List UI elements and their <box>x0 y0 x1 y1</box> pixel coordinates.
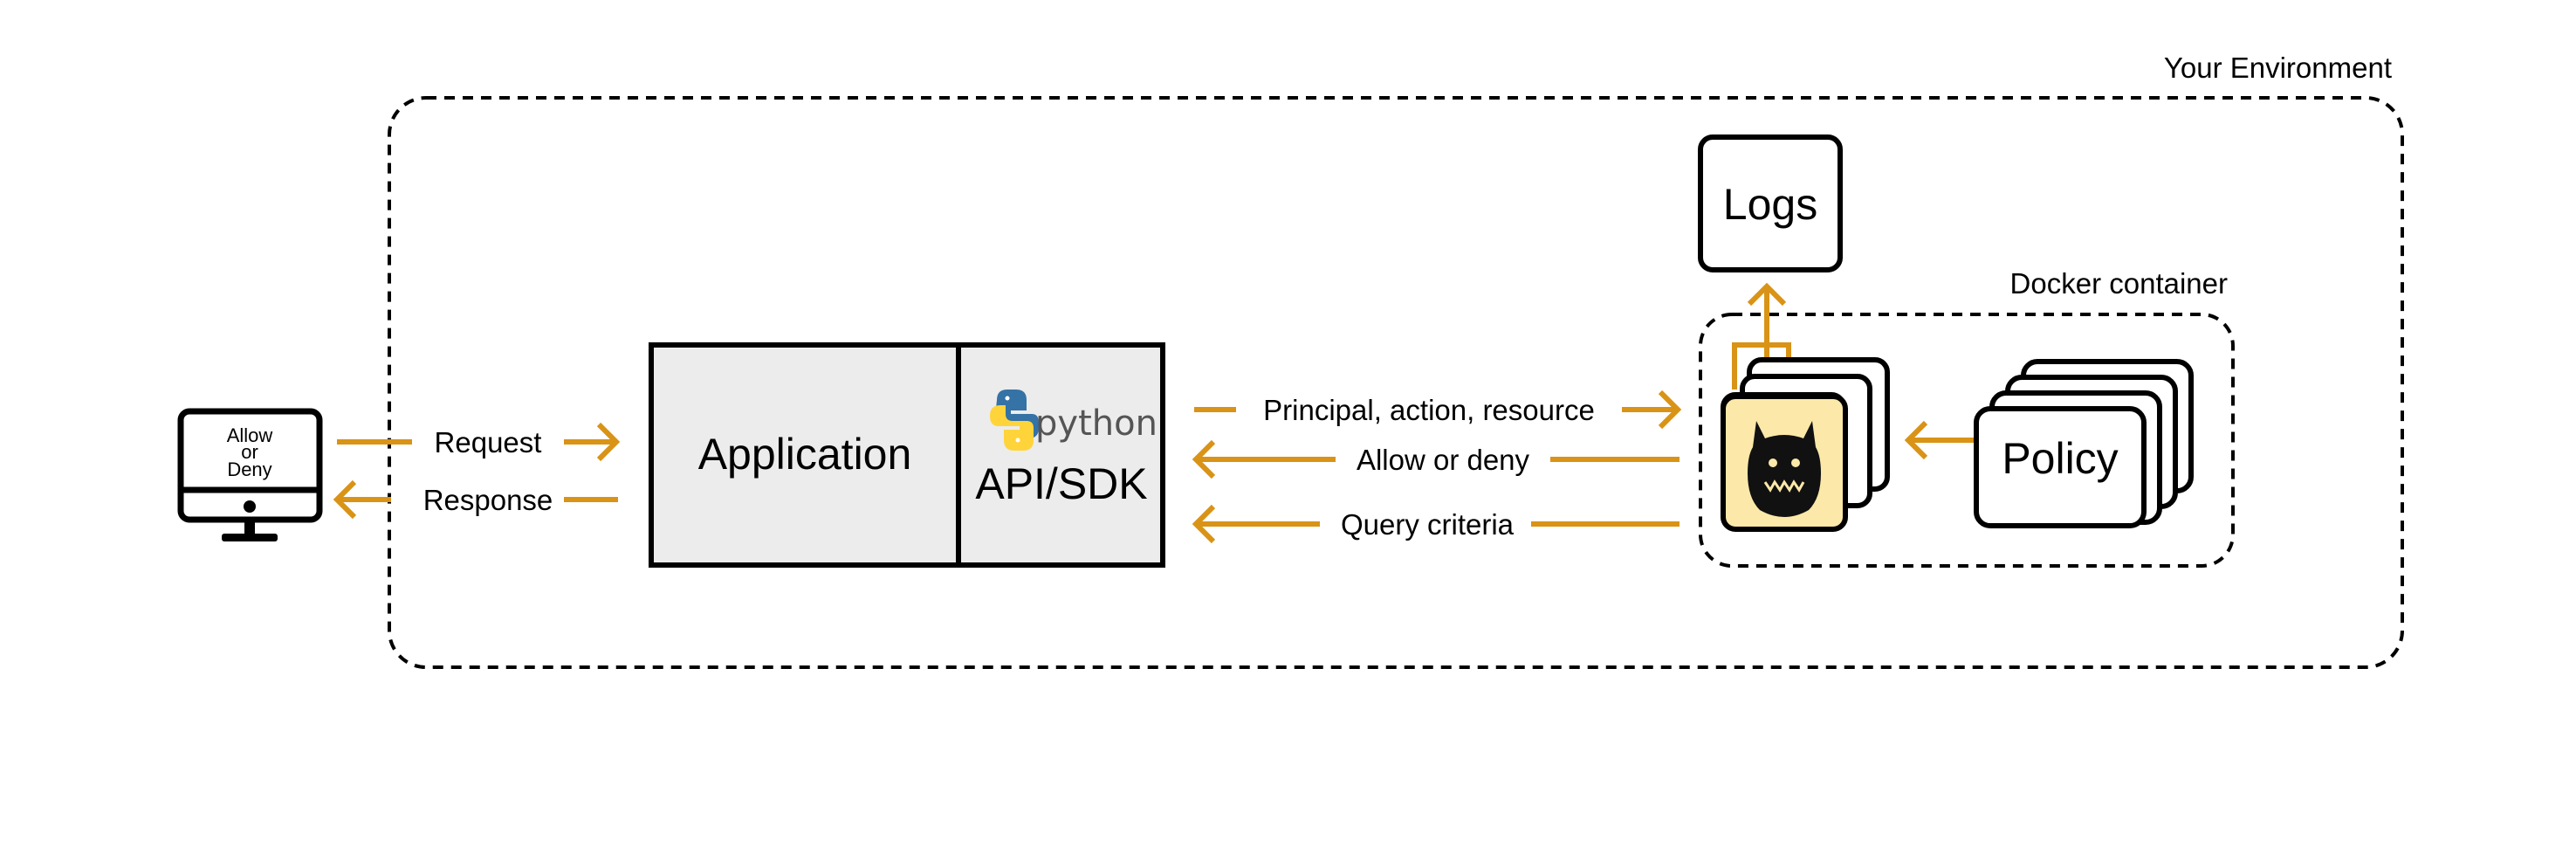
environment-label: Your Environment <box>2164 52 2392 84</box>
docker-label: Docker container <box>2010 267 2228 300</box>
request-label: Request <box>435 426 542 458</box>
query-arrow <box>1192 504 1680 544</box>
logs-label: Logs <box>1723 180 1817 229</box>
monitor-text-line-3: Deny <box>227 458 271 480</box>
allow-deny-label: Allow or deny <box>1357 444 1530 476</box>
response-label: Response <box>423 484 553 516</box>
allow-deny-arrow <box>1192 439 1680 479</box>
python-logo-icon: python <box>990 390 1157 451</box>
monitor-text-line-2: or <box>241 441 258 463</box>
policy-arrow <box>1904 420 1976 460</box>
environment-boundary <box>388 96 2404 669</box>
request-arrow <box>337 422 621 462</box>
api-sdk-label: API/SDK <box>975 459 1147 508</box>
monitor-icon: Allow or Deny <box>177 408 323 541</box>
python-logo-text: python <box>1035 403 1157 444</box>
policy-card-stack <box>1974 359 2194 528</box>
docker-container-boundary <box>1699 313 2235 568</box>
principal-label: Principal, action, resource <box>1263 394 1595 426</box>
policy-label: Policy <box>2002 434 2118 483</box>
monitor-text-line-1: Allow <box>227 424 273 446</box>
principal-arrow <box>1194 390 1682 430</box>
logs-box <box>1698 134 1843 272</box>
query-label: Query criteria <box>1341 508 1515 541</box>
response-arrow <box>333 479 618 520</box>
application-label: Application <box>698 430 912 479</box>
policy-front-card <box>1974 406 2147 528</box>
application-box <box>649 342 1165 568</box>
cedar-mascot-icon <box>1748 421 1821 517</box>
